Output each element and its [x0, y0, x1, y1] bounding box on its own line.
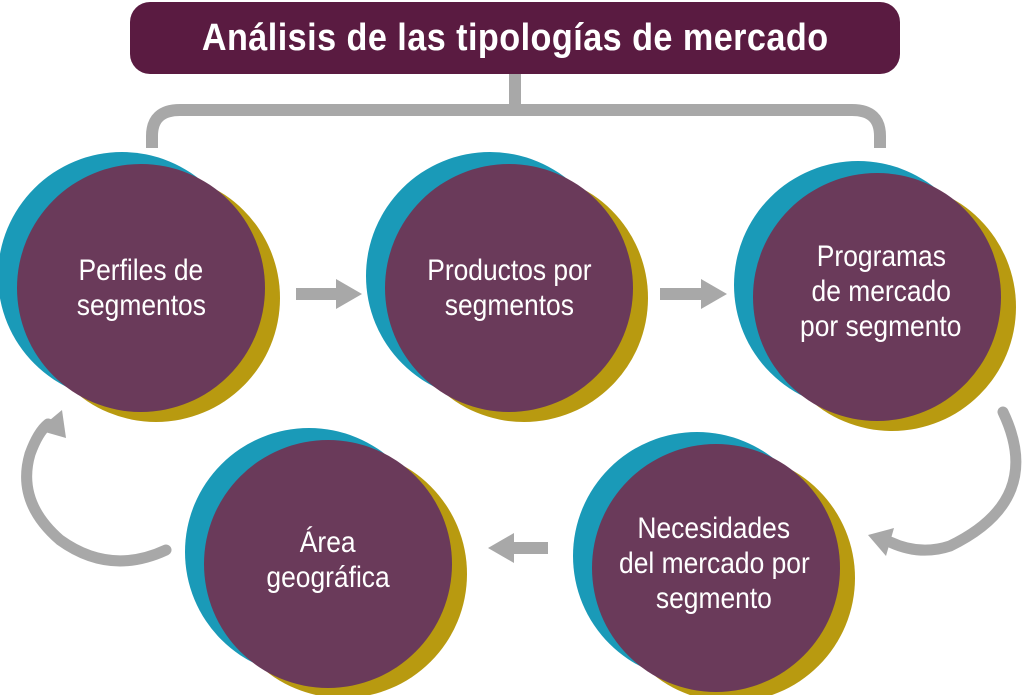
- edge-area-perfiles: [21, 410, 172, 567]
- node-label-programas: Programas de mercado por segmento: [771, 216, 991, 366]
- title-banner: Análisis de las tipologías de mercado: [130, 2, 900, 74]
- node-label-line: geográfica: [266, 561, 390, 594]
- node-circle-programas: [734, 161, 1016, 431]
- node-circle-area: [185, 428, 467, 695]
- edge-necesidades-area: [488, 533, 548, 563]
- node-label-line: Programas: [816, 239, 946, 273]
- node-label-line: Perfiles de: [78, 254, 204, 287]
- diagram-title: Análisis de las tipologías de mercado: [201, 16, 829, 59]
- node-label-line: Productos por: [426, 254, 592, 287]
- node-label-perfiles: Perfiles de segmentos: [31, 218, 251, 358]
- node-circle-necesidades: [573, 432, 855, 695]
- node-label-line: de mercado: [811, 274, 951, 308]
- node-circle-perfiles: [0, 152, 280, 422]
- node-label-line: del mercado por: [618, 546, 810, 580]
- edge-productos-programas: [660, 279, 727, 309]
- edge-programas-necesidades: [868, 406, 1022, 556]
- node-label-line: segmentos: [444, 289, 574, 322]
- edge-perfiles-productos: [296, 279, 362, 309]
- title-bracket: [146, 74, 886, 148]
- node-label-line: Área: [300, 526, 356, 559]
- node-label-line: por segmento: [800, 309, 962, 343]
- node-label-area: Área geográfica: [218, 490, 438, 630]
- node-circle-productos: [366, 152, 648, 422]
- node-label-productos: Productos por segmentos: [399, 218, 619, 358]
- node-label-line: Necesidades: [637, 511, 791, 545]
- node-label-line: segmentos: [76, 289, 206, 322]
- node-label-line: segmento: [656, 581, 772, 615]
- node-label-necesidades: Necesidades del mercado por segmento: [604, 488, 824, 638]
